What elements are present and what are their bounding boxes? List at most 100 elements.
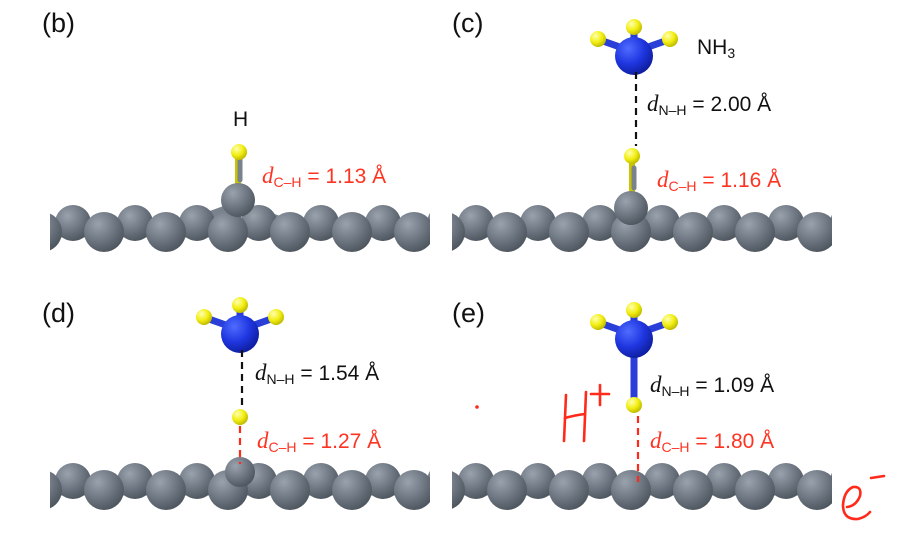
distance-subscript: C–H bbox=[661, 439, 690, 455]
distance-nh-d: dN–H = 1.54 Å bbox=[255, 361, 379, 386]
carbon-atom bbox=[303, 205, 339, 241]
carbon-atom bbox=[146, 212, 186, 252]
distance-ch-c: dC–H = 1.16 Å bbox=[657, 168, 781, 193]
distance-symbol: d bbox=[657, 167, 669, 192]
handwritten-stroke bbox=[563, 412, 587, 420]
carbon-atom bbox=[706, 463, 742, 499]
distance-symbol: d bbox=[257, 428, 269, 453]
panel-label-e: (e) bbox=[452, 298, 485, 328]
distance-subscript: C–H bbox=[273, 174, 302, 190]
carbon-atom bbox=[673, 470, 713, 510]
hydrogen-atom bbox=[624, 148, 640, 164]
distance-ch-e: dC–H = 1.80 Å bbox=[650, 429, 774, 454]
stray-dot bbox=[475, 405, 479, 409]
carbon-atom bbox=[394, 470, 430, 510]
distance-subscript: N–H bbox=[661, 383, 690, 399]
carbon-atom bbox=[768, 205, 804, 241]
hydrogen-atom bbox=[232, 409, 248, 425]
distance-nh-e: dN–H = 1.09 Å bbox=[650, 373, 774, 398]
graphene-sheet-e-atoms bbox=[452, 463, 832, 510]
distance-subscript: C–H bbox=[268, 439, 297, 455]
carbon-atom bbox=[614, 191, 648, 225]
carbon-atom bbox=[270, 212, 310, 252]
distance-value: = 2.00 Å bbox=[692, 93, 772, 116]
carbon-atom bbox=[303, 463, 339, 499]
distance-ch-b: dC–H = 1.13 Å bbox=[262, 164, 386, 189]
carbon-atom bbox=[225, 457, 255, 487]
carbon-atom bbox=[332, 212, 372, 252]
panel-label-d: (d) bbox=[42, 298, 75, 328]
carbon-atom bbox=[365, 205, 401, 241]
carbon-atom bbox=[768, 463, 804, 499]
ammonia-molecule bbox=[590, 19, 678, 75]
distance-value: = 1.16 Å bbox=[702, 169, 782, 192]
hydrogen-atom bbox=[590, 31, 606, 47]
distance-value: = 1.54 Å bbox=[300, 362, 380, 385]
graphene-sheet-b-atoms bbox=[50, 205, 430, 252]
carbon-atom bbox=[241, 205, 277, 241]
carbon-atom bbox=[644, 463, 680, 499]
hydrogen-atom bbox=[590, 314, 606, 330]
carbon-atom bbox=[452, 213, 465, 251]
carbon-atom bbox=[487, 212, 527, 252]
carbon-atom bbox=[487, 470, 527, 510]
carbon-atom bbox=[179, 463, 215, 499]
carbon-atom bbox=[179, 205, 215, 241]
carbon-atom bbox=[146, 470, 186, 510]
carbon-atom bbox=[458, 463, 494, 499]
carbon-atom bbox=[458, 205, 494, 241]
distance-symbol: d bbox=[262, 163, 274, 188]
carbon-atom bbox=[117, 205, 153, 241]
carbon-atom bbox=[50, 213, 62, 251]
distance-value: = 1.09 Å bbox=[695, 374, 775, 397]
carbon-atom bbox=[582, 205, 618, 241]
carbon-atom bbox=[673, 212, 713, 252]
nitrogen-atom bbox=[221, 315, 259, 353]
hydrogen-atom bbox=[626, 397, 642, 413]
carbon-atom bbox=[221, 183, 255, 217]
distance-value: = 1.80 Å bbox=[695, 430, 775, 453]
panel-label-b: (b) bbox=[42, 8, 75, 38]
carbon-atom bbox=[332, 470, 372, 510]
carbon-atom bbox=[270, 470, 310, 510]
carbon-atom bbox=[520, 205, 556, 241]
carbon-atom bbox=[208, 212, 248, 252]
carbon-atom bbox=[55, 463, 91, 499]
distance-symbol: d bbox=[650, 428, 662, 453]
handwritten-stroke bbox=[869, 474, 886, 480]
carbon-atom bbox=[549, 212, 589, 252]
distance-subscript: N–H bbox=[266, 371, 295, 387]
hydrogen-atom bbox=[626, 19, 642, 35]
carbon-atom bbox=[735, 470, 775, 510]
carbon-atom bbox=[520, 463, 556, 499]
carbon-atom bbox=[55, 205, 91, 241]
carbon-atom bbox=[830, 214, 832, 232]
distance-value: = 1.27 Å bbox=[302, 430, 382, 453]
panel-label-c: (c) bbox=[452, 8, 484, 38]
distance-value: = 1.13 Å bbox=[307, 165, 387, 188]
molecule-name: NH bbox=[697, 36, 728, 59]
hydrogen-label: H bbox=[233, 108, 249, 131]
handwritten-h-plus bbox=[562, 383, 611, 443]
carbon-atom bbox=[452, 471, 465, 509]
distance-ch-d: dC–H = 1.27 Å bbox=[257, 429, 381, 454]
hydrogen-atom bbox=[196, 309, 212, 325]
distance-subscript: N–H bbox=[658, 102, 687, 118]
carbon-atom bbox=[84, 470, 124, 510]
hydrogen-atom bbox=[232, 297, 248, 313]
handwritten-e-minus bbox=[841, 474, 886, 521]
carbon-atom bbox=[611, 470, 651, 510]
carbon-atom bbox=[582, 463, 618, 499]
graphene-sheet-c-atoms bbox=[452, 205, 832, 252]
distance-nh-c: dN–H = 2.00 Å bbox=[647, 92, 771, 117]
molecule-label-nh3: NH3 bbox=[697, 37, 735, 60]
carbon-atom bbox=[706, 205, 742, 241]
hydrogen-atom bbox=[662, 31, 678, 47]
ammonia-molecule bbox=[196, 297, 284, 353]
carbon-atom bbox=[644, 205, 680, 241]
handwritten-stroke bbox=[582, 390, 588, 443]
carbon-atom bbox=[394, 212, 430, 252]
nitrogen-atom bbox=[615, 320, 653, 358]
